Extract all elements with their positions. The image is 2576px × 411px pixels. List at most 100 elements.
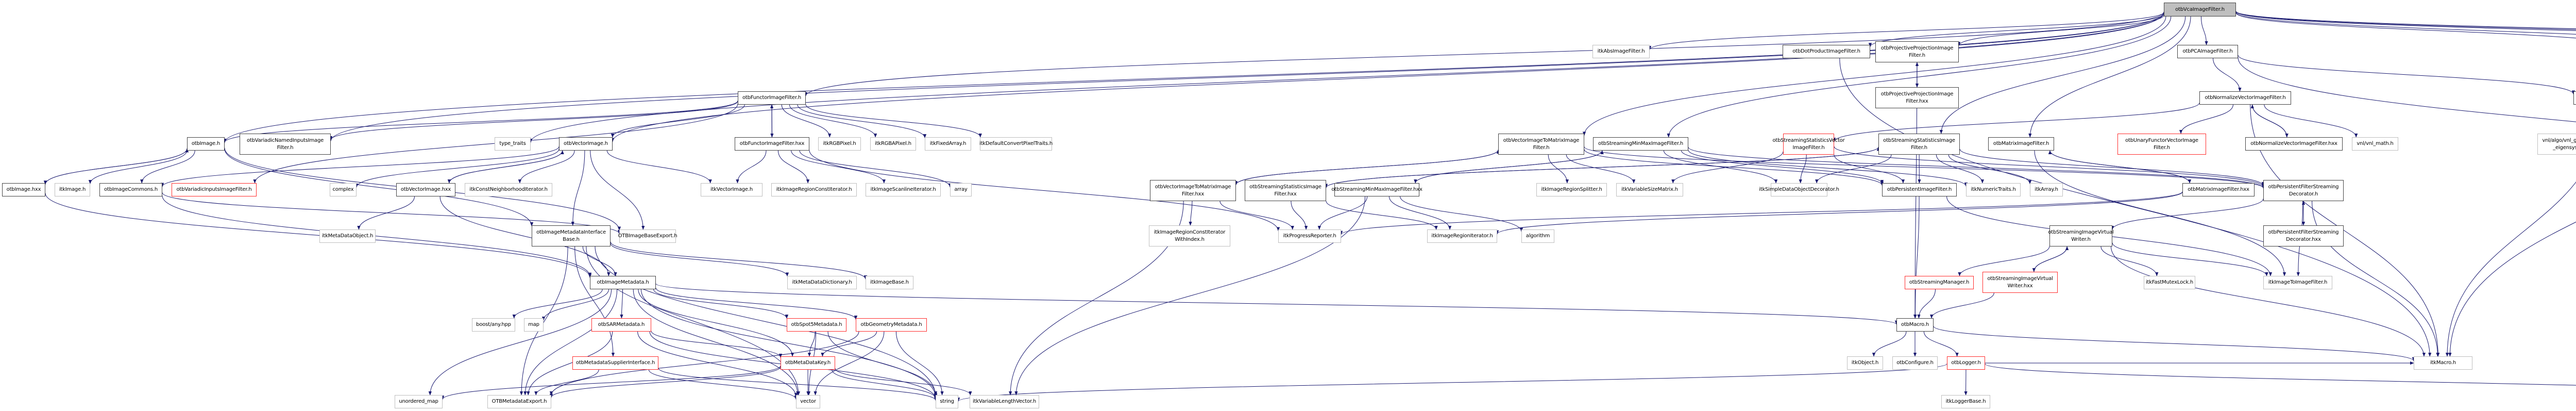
node-persist[interactable]: otbPersistentImageFilter.h <box>1882 183 1957 196</box>
node-smm[interactable]: otbStreamingMinMaxImageFilter.h <box>1593 137 1688 151</box>
node-sarmeta[interactable]: otbSARMetadata.h <box>591 318 651 332</box>
node-vlv: itkVariableLengthVector.h <box>970 395 1039 408</box>
edge-smm-to-simpledeco <box>1663 150 1778 184</box>
node-vecimg[interactable]: otbVectorImage.h <box>559 137 613 151</box>
edge-norm-to-ssvec <box>1832 103 2200 142</box>
edge-norm-to-itkmacro <box>2250 104 2440 357</box>
node-ssimg[interactable]: otbStreamingStatisticsImage Filter.h <box>1878 134 1960 155</box>
edge-mdsupp-to-vector <box>648 369 798 400</box>
edge-imgmeta-to-map <box>541 289 609 321</box>
edge-otbimagehxx-to-otbimage <box>45 148 189 185</box>
node-spot5[interactable]: otbSpot5Metadata.h <box>787 318 846 332</box>
edge-spot5-to-string <box>827 331 938 396</box>
node-regit: itkImageRegionIterator.h <box>1427 229 1497 243</box>
edge-smmhxx-to-regit <box>1388 196 1452 230</box>
node-vca[interactable]: otbVcaImageFilter.h <box>2164 3 2236 17</box>
edge-vca-to-concat <box>2235 12 2576 35</box>
node-projhxx[interactable]: otbProjectiveProjectionImage Filter.hxx <box>1875 87 1959 108</box>
edge-vca-to-ssimg <box>1939 16 2186 134</box>
node-complex: complex <box>330 183 357 196</box>
edge-vca-to-functor <box>804 11 2164 96</box>
node-otbimage[interactable]: otbImage.h <box>187 137 225 151</box>
node-commons[interactable]: otbImageCommons.h <box>99 183 162 196</box>
node-logger[interactable]: otbLogger.h <box>1947 356 1985 370</box>
node-imgmeta[interactable]: otbImageMetadata.h <box>590 276 656 289</box>
edge-functorhxx-to-regconst <box>777 150 810 184</box>
edge-imgmeta-to-otbmacro <box>655 283 1898 325</box>
node-splitter: itkImageRegionSplitter.h <box>1536 183 1607 196</box>
edge-vecimg-to-imgbaseexp <box>590 150 645 230</box>
edge-dotprod-to-itkmacro <box>1839 58 2432 357</box>
edge-otbmacro-to-logger <box>1923 331 1959 357</box>
edge-vca-to-vcahxx <box>2235 11 2576 29</box>
node-unaryvec[interactable]: otbUnaryFunctorVectorImage Filter.h <box>2117 134 2206 155</box>
node-mdsupp[interactable]: otbMetadataSupplierInterface.h <box>572 356 658 370</box>
edge-otbimagehxx-to-imgmeta <box>45 193 592 278</box>
edge-vi2mathxx-to-regcwi <box>1189 201 1193 226</box>
edge-smmhxx-to-vlv <box>1014 196 1366 396</box>
edge-matfilthxx-to-regit <box>1496 191 2183 235</box>
edge-otbmacro-to-itkobject <box>1872 331 1907 357</box>
node-pca[interactable]: otbPCAImageFilter.h <box>2177 45 2238 58</box>
edge-sivw-to-smgr <box>1958 246 2050 276</box>
node-sivw[interactable]: otbStreamingImageVirtual Writer.h <box>2048 225 2114 246</box>
edge-vca-to-vecimg <box>611 12 2164 142</box>
node-projh[interactable]: otbProjectiveProjectionImage Filter.h <box>1875 41 1959 62</box>
node-geommeta[interactable]: otbGeometryMetadata.h <box>856 318 927 332</box>
node-metadict: itkMetaDataDictionary.h <box>787 276 857 289</box>
edge-sarmeta-to-vector <box>637 331 798 398</box>
node-numtraits: itkNumericTraits.h <box>1966 183 2021 196</box>
edge-normhxx-to-norm <box>2250 104 2287 138</box>
node-otbimagehxx[interactable]: otbImage.hxx <box>2 183 45 196</box>
node-vi2mat[interactable]: otbVectorImageToMatrixImage Filter.h <box>1498 134 1584 155</box>
edge-persist-to-otbmacro <box>1913 196 1920 319</box>
node-matfilthxx[interactable]: otbMatrixImageFilter.hxx <box>2182 183 2255 196</box>
node-smgr[interactable]: otbStreamingManager.h <box>1905 276 1974 289</box>
node-normhxx[interactable]: otbNormalizeVectorImageFilter.hxx <box>2245 137 2343 151</box>
edge-vca-to-vnlsvd <box>2235 11 2576 30</box>
edge-functorhxx-to-array <box>799 150 952 188</box>
node-functor[interactable]: otbFunctorImageFilter.h <box>738 91 806 105</box>
node-smmhxx[interactable]: otbStreamingMinMaxImageFilter.hxx <box>1331 183 1422 196</box>
edge-vi2mat-to-persist <box>1584 149 1884 186</box>
edge-functorhxx-to-itkvecimg <box>736 150 767 184</box>
node-pcahxx[interactable]: otbPCAImageFilter.hxx <box>2573 91 2576 105</box>
edge-vca-to-otbimage <box>223 12 2164 143</box>
node-pfsd[interactable]: otbPersistentFilterStreaming Decorator.h <box>2263 180 2344 201</box>
edge-sivw-to-i2i <box>2112 242 2268 276</box>
edge-vi2mathxx-to-progress <box>1219 201 1294 230</box>
edge-vca-to-varnamed <box>329 12 2164 142</box>
node-norm[interactable]: otbNormalizeVectorImageFilter.h <box>2199 91 2291 105</box>
edge-ssimg-to-pfsd <box>1959 149 2265 186</box>
node-vi2mathxx[interactable]: otbVectorImageToMatrixImage Filter.hxx <box>1150 180 1236 201</box>
edge-smmhxx-to-progress <box>1317 196 1368 230</box>
edge-ssvec-to-varsize <box>1671 151 1784 184</box>
node-pfsdhxx[interactable]: otbPersistentFilterStreaming Decorator.h… <box>2263 225 2344 246</box>
node-defconv: itkDefaultConvertPixelTraits.h <box>979 137 1053 151</box>
node-varin[interactable]: otbVariadicInputsImageFilter.h <box>172 183 257 196</box>
node-matfilt[interactable]: otbMatrixImageFilter.h <box>1988 137 2054 151</box>
edge-ssimghxx-to-ssimg <box>1326 146 1880 188</box>
node-otbmacro[interactable]: otbMacro.h <box>1896 318 1934 332</box>
node-functorhxx[interactable]: otbFunctorImageFilter.hxx <box>735 137 809 151</box>
node-fixedarr: itkFixedArray.h <box>925 137 971 151</box>
node-ssvec[interactable]: otbStreamingStatisticsVector ImageFilter… <box>1773 134 1845 155</box>
node-sivwhxx[interactable]: otbStreamingImageVirtual Writer.hxx <box>1982 272 2058 293</box>
node-mdkey[interactable]: otbMetaDataKey.h <box>781 356 835 370</box>
edge-spot5-to-mdkey <box>807 331 816 357</box>
node-rgba: itkRGBAPixel.h <box>870 137 916 151</box>
node-mdibase[interactable]: otbImageMetadataInterface Base.h <box>532 225 611 246</box>
node-metaobj: itkMetaDataObject.h <box>319 229 376 243</box>
edge-functorhxx-to-scanline <box>791 150 886 184</box>
node-constnbh: itkConstNeighborhoodIterator.h <box>465 183 552 196</box>
node-dotprod[interactable]: otbDotProductImageFilter.h <box>1783 45 1870 58</box>
node-varnamed[interactable]: otbVariadicNamedInputsImage Filter.h <box>240 134 331 155</box>
node-ssimghxx[interactable]: otbStreamingStatisticsImage Filter.hxx <box>1245 180 1326 201</box>
edge-pca-to-norm <box>2213 58 2242 92</box>
edge-sivw-to-itkmacro <box>2110 246 2426 357</box>
node-abs: itkAbsImageFilter.h <box>1592 45 1650 58</box>
edge-vca-to-abs <box>1648 12 2164 50</box>
edge-imgmeta-to-spot5 <box>653 289 789 319</box>
node-vecimghxx[interactable]: otbVectorImage.hxx <box>396 183 455 196</box>
